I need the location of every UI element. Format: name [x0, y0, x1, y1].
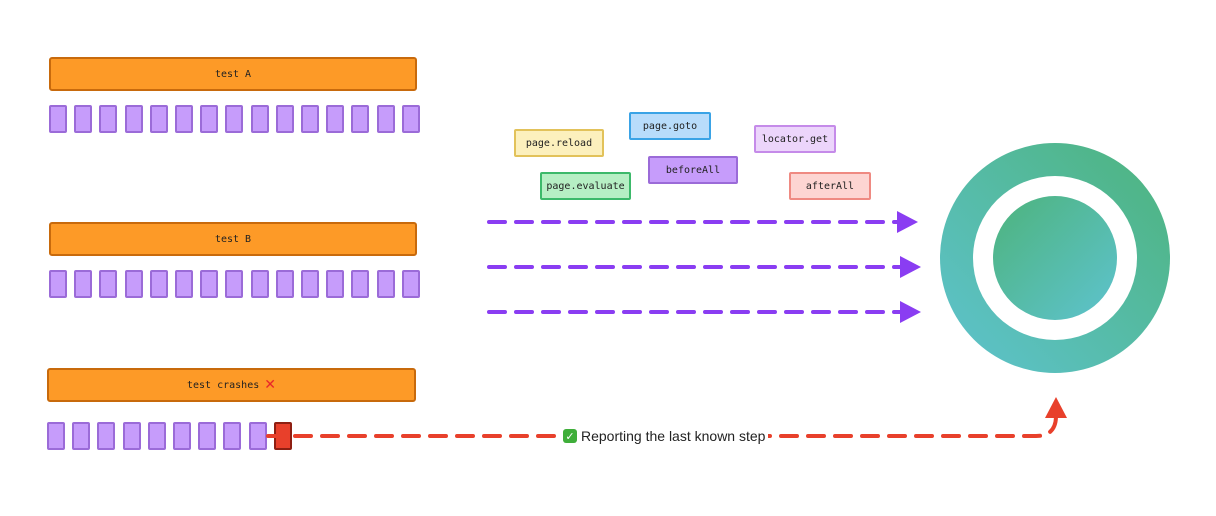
step-block [74, 105, 93, 133]
step-block [275, 105, 294, 133]
step-block [351, 270, 370, 298]
reporter-ring [940, 143, 1170, 373]
stream-arrow-2 [487, 256, 921, 278]
tag-page-goto: page.goto [629, 112, 711, 140]
step-block [376, 270, 395, 298]
step-block [97, 422, 116, 450]
step-block [301, 105, 319, 133]
step-block [175, 270, 193, 298]
test-bar-label: test A [214, 68, 252, 80]
test-bar-label: test B [214, 233, 252, 245]
step-block [248, 422, 267, 450]
report-label-text: Reporting the last known step [581, 428, 766, 444]
step-block [351, 105, 370, 133]
step-block [326, 270, 345, 298]
step-block [99, 270, 118, 298]
step-block [301, 270, 319, 298]
tag-locator-get: locator.get [754, 125, 836, 153]
step-block [198, 422, 217, 450]
tag-before-all: beforeAll [648, 156, 738, 184]
step-block [200, 270, 219, 298]
test-bar-b: test B [49, 222, 417, 256]
step-block [225, 270, 244, 298]
step-block [223, 422, 242, 450]
test-bar-crash: test crashes ✕ [47, 368, 416, 402]
step-block [275, 270, 294, 298]
step-block [72, 422, 91, 450]
step-block [326, 105, 345, 133]
step-block [173, 422, 191, 450]
tag-after-all: afterAll [789, 172, 871, 200]
step-block [74, 270, 93, 298]
crash-x-icon: ✕ [264, 377, 276, 393]
test-bar-a: test A [49, 57, 417, 91]
step-block [49, 270, 67, 298]
step-block [99, 105, 118, 133]
step-block [376, 105, 395, 133]
test-bar-label: test crashes [187, 379, 260, 391]
stream-arrow-3 [487, 301, 921, 323]
step-block [124, 270, 143, 298]
step-block [225, 105, 244, 133]
step-block [49, 105, 67, 133]
step-block [147, 422, 166, 450]
step-block [250, 105, 269, 133]
step-block [250, 270, 269, 298]
step-block [149, 270, 168, 298]
tag-page-reload: page.reload [514, 129, 604, 157]
step-block [401, 105, 420, 133]
checkmark-icon: ✓ [563, 429, 577, 443]
step-block [124, 105, 143, 133]
step-block [401, 270, 420, 298]
report-label: ✓ Reporting the last known step [560, 427, 769, 445]
step-block [47, 422, 65, 450]
step-block [122, 422, 141, 450]
step-block [175, 105, 193, 133]
tag-page-evaluate: page.evaluate [540, 172, 631, 200]
stream-arrow-1 [487, 211, 918, 233]
report-arrow [266, 397, 1067, 438]
step-block [200, 105, 219, 133]
step-block [149, 105, 168, 133]
